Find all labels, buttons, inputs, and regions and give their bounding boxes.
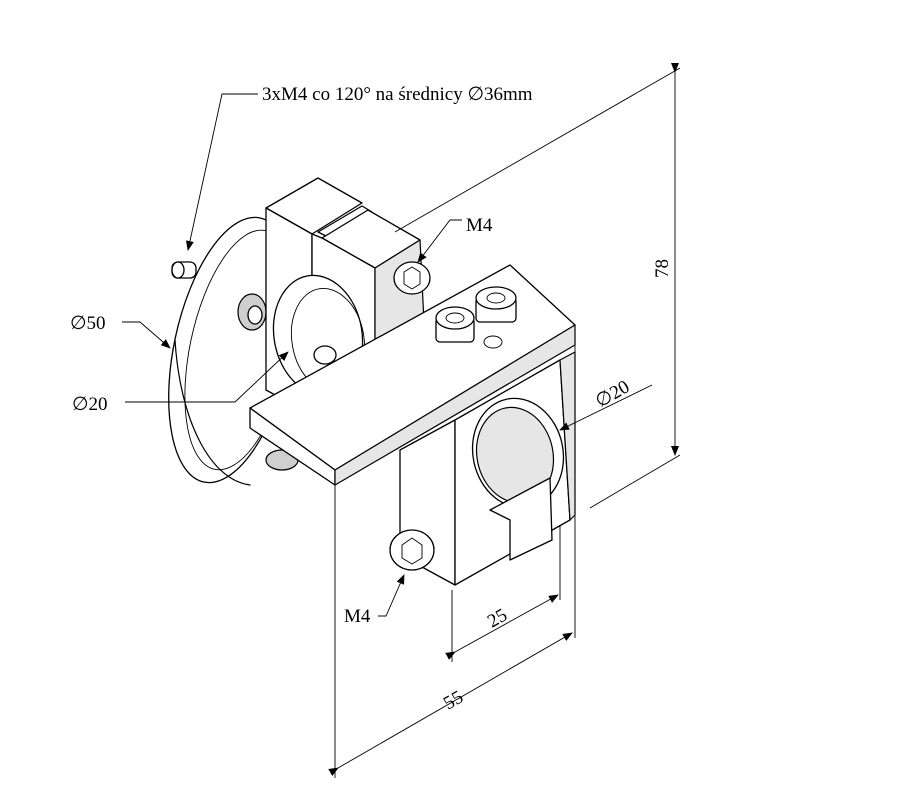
flange-diameter-label: ∅50 (70, 313, 106, 334)
dimension-height-label: 78 (652, 259, 673, 278)
plate-screw-2 (475, 286, 517, 323)
plate-screw-1 (435, 306, 475, 343)
flange-screw-side (237, 293, 267, 331)
leader-screw-bottom (378, 574, 405, 617)
leader-flange (122, 321, 171, 349)
thread-note-label: 3xM4 co 120° na średnicy ∅36mm (262, 84, 533, 105)
dimension-height (394, 63, 681, 509)
plate-hole (483, 335, 503, 349)
clamp-screw-bottom (389, 529, 435, 571)
flange-pin-top (171, 261, 197, 279)
bore-right-label: ∅20 (592, 376, 633, 412)
lower-clamp (399, 351, 576, 586)
leader-thread-note (186, 93, 258, 251)
screw-top-label: M4 (466, 215, 493, 236)
dimension-depth-label: 25 (484, 605, 511, 633)
screw-bottom-label: M4 (344, 606, 371, 627)
dimension-depth (445, 525, 561, 662)
leader-screw-top (417, 219, 462, 263)
leader-bore-left (125, 351, 289, 403)
clamp-screw-top (393, 261, 431, 295)
dimension-width-label: 55 (440, 687, 467, 715)
bore-left-label: ∅20 (72, 394, 108, 415)
